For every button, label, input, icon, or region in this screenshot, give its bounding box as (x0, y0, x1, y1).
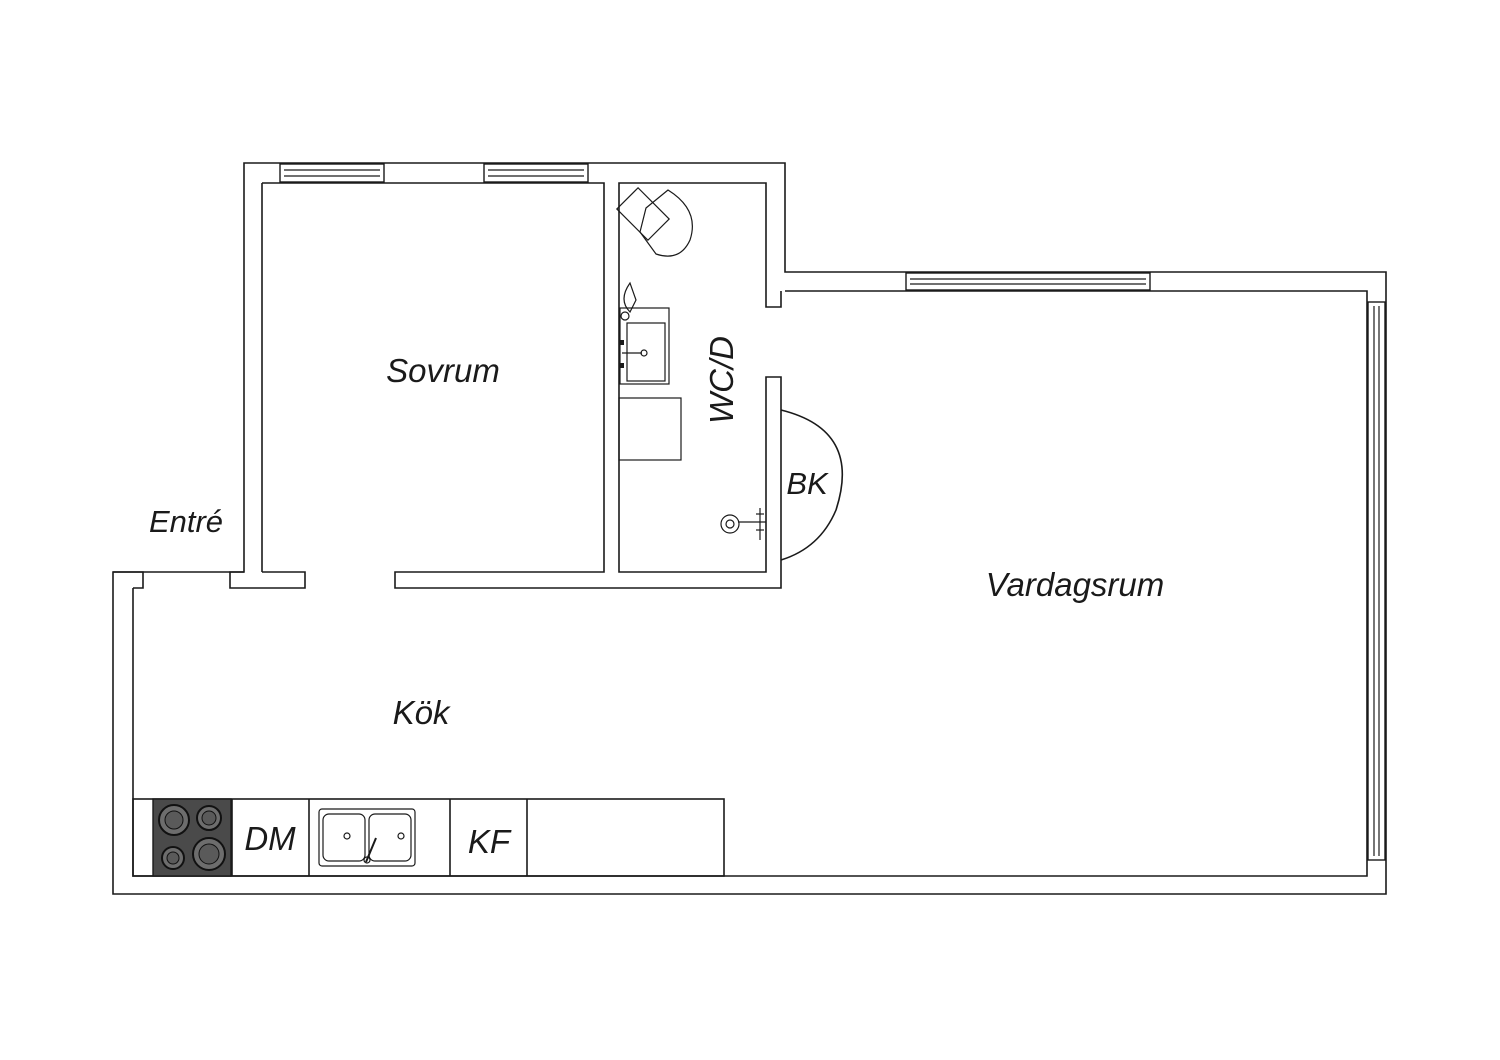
fridge-freezer-label: KF (468, 823, 512, 860)
kitchen-counter (132, 798, 725, 877)
bathroom-label: WC/D (703, 336, 740, 424)
kitchen-sink-icon (318, 808, 416, 867)
kitchen-label: Kök (393, 694, 451, 731)
bedroom-window-right (483, 163, 589, 183)
wash-basin-icon (619, 281, 670, 385)
dishwasher-label: DM (244, 820, 296, 857)
walls (112, 162, 1387, 895)
bedroom-window-left (279, 163, 385, 183)
stove-icon (152, 798, 232, 877)
bathroom-fixtures (615, 186, 766, 540)
toilet-icon (615, 186, 693, 257)
wardrobe-label: BK (786, 466, 829, 501)
washing-machine-icon (618, 397, 682, 461)
living-room-window-top (905, 272, 1151, 291)
entrance-label: Entré (149, 504, 223, 539)
living-room-window-right (1367, 301, 1386, 861)
windows (279, 163, 1386, 861)
shower-icon (720, 508, 766, 540)
bedroom-label: Sovrum (386, 352, 500, 389)
wardrobe-door-swing (780, 409, 844, 561)
room-labels: Sovrum WC/D Entré BK Vardagsrum Kök DM K… (149, 336, 1164, 860)
living-room-label: Vardagsrum (986, 566, 1165, 603)
